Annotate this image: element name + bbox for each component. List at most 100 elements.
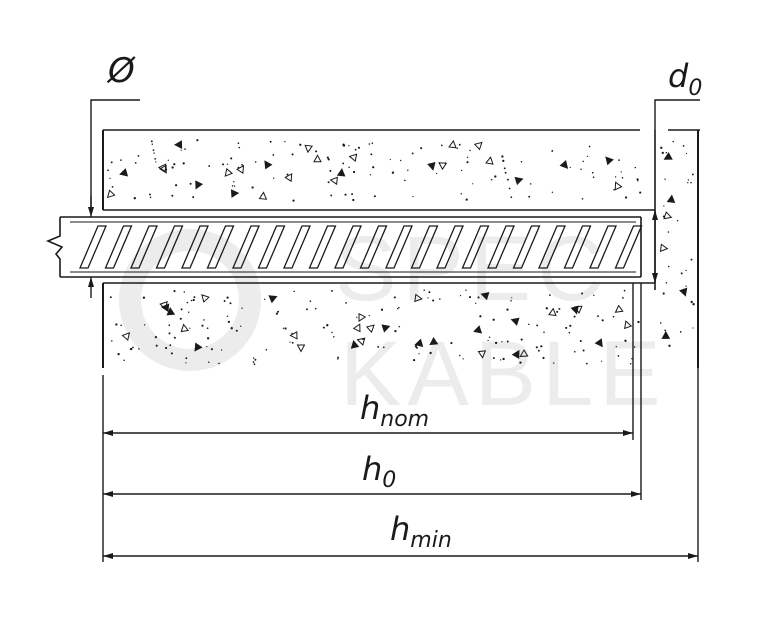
aggregate-dot [330, 289, 333, 292]
aggregate-dot [462, 358, 464, 360]
aggregate-dot [506, 308, 509, 311]
aggregate-dot [469, 149, 471, 152]
aggregate-stone [336, 168, 346, 177]
aggregate-dot [238, 146, 241, 149]
aggregate-dot [636, 178, 639, 181]
aggregate-dot [137, 155, 140, 157]
aggregate-dot [309, 300, 312, 303]
aggregate-dot [427, 297, 429, 299]
aggregate-dot [142, 296, 146, 299]
aggregate-dot [169, 344, 172, 347]
aggregate-dot [623, 289, 626, 292]
aggregate-dot [201, 324, 204, 327]
aggregate-dot [624, 196, 628, 199]
aggregate-dot [423, 289, 425, 292]
aggregate-dot [254, 161, 257, 163]
aggregate-dot [667, 231, 670, 233]
aggregate-dot [663, 205, 665, 207]
aggregate-dot [327, 158, 330, 161]
aggregate-dot [468, 296, 472, 299]
rebar-rib [232, 225, 260, 269]
aggregate-dot [206, 337, 210, 340]
aggregate-dot [592, 176, 595, 179]
aggregate-dot [252, 361, 255, 363]
aggregate-dot [115, 323, 118, 326]
aggregate-dot [326, 156, 329, 159]
aggregate-dot [331, 331, 333, 334]
aggregate-dot [494, 175, 497, 178]
aggregate-dot [660, 322, 662, 324]
aggregate-dot [193, 296, 196, 299]
aggregate-dot [685, 285, 687, 287]
aggregate-dot [440, 144, 443, 147]
aggregate-dot [315, 150, 318, 153]
aggregate-dot [398, 306, 400, 309]
aggregate-dot [241, 163, 244, 166]
aggregate-dot [581, 292, 584, 295]
aggregate-stone [348, 153, 358, 163]
aggregate-dot [277, 310, 280, 313]
aggregate-dot [494, 341, 498, 345]
aggregate-stone [289, 330, 298, 340]
aggregate-stone [614, 304, 624, 313]
aggregate-dot [192, 196, 195, 199]
aggregate-dot [680, 272, 683, 275]
aggregate-dot [110, 161, 113, 164]
aggregate-dot [510, 196, 513, 199]
aggregate-stone [679, 287, 688, 297]
aggregate-stone [414, 293, 423, 303]
aggregate-dot [614, 176, 617, 178]
aggregate-dot [668, 344, 671, 347]
aggregate-dot [252, 357, 255, 359]
aggregate-dot [254, 358, 257, 361]
aggregate-stone [659, 243, 669, 253]
aggregate-dot [581, 197, 584, 200]
aggregate-dot [591, 171, 594, 174]
aggregate-dot [556, 310, 559, 313]
aggregate-dot [439, 298, 441, 300]
aggregate-dot [593, 294, 595, 297]
aggregate-stone [258, 191, 268, 200]
aggregate-dot [291, 341, 294, 344]
aggregate-dot [382, 346, 385, 349]
aggregate-stone [663, 211, 673, 220]
aggregate-dot [586, 155, 589, 158]
aggregate-dot [371, 142, 374, 144]
aggregate-dot [690, 181, 692, 184]
aggregate-dot [240, 325, 242, 327]
aggregate-dot [504, 171, 507, 174]
aggregate-dot [187, 311, 190, 313]
rebar-rib [436, 225, 464, 269]
aggregate-dot [582, 160, 584, 163]
aggregate-dot [687, 179, 690, 181]
aggregate-dot [545, 307, 548, 310]
aggregate-dot [264, 298, 266, 300]
bore-diameter-label: d0 [668, 57, 702, 101]
aggregate-stone [358, 312, 367, 323]
aggregate-dot [272, 154, 275, 156]
aggregate-dot [269, 140, 272, 143]
rebar-rib [257, 225, 286, 269]
aggregate-stone [514, 176, 524, 186]
aggregate-stone [666, 194, 676, 204]
aggregate-dot [465, 289, 467, 291]
h-min-label: hmin [390, 510, 452, 553]
aggregate-stone [194, 342, 203, 352]
aggregate-dot [391, 171, 395, 174]
h-0-main: h [362, 450, 382, 488]
aggregate-stone [195, 180, 204, 190]
aggregate-dot [631, 358, 633, 360]
aggregate-stone [365, 324, 375, 334]
aggregate-dot [171, 194, 174, 197]
aggregate-dot [168, 332, 171, 335]
aggregate-stone [663, 152, 673, 160]
aggregate-dot [394, 329, 397, 333]
rebar-break-line [45, 217, 64, 277]
aggregate-dot [286, 173, 289, 176]
rebar-rib [359, 225, 388, 269]
watermark-logo-icon [119, 229, 261, 371]
aggregate-stone [350, 339, 360, 349]
aggregate-dot [668, 265, 670, 268]
aggregate-dot [230, 327, 233, 330]
aggregate-dot [456, 147, 459, 150]
